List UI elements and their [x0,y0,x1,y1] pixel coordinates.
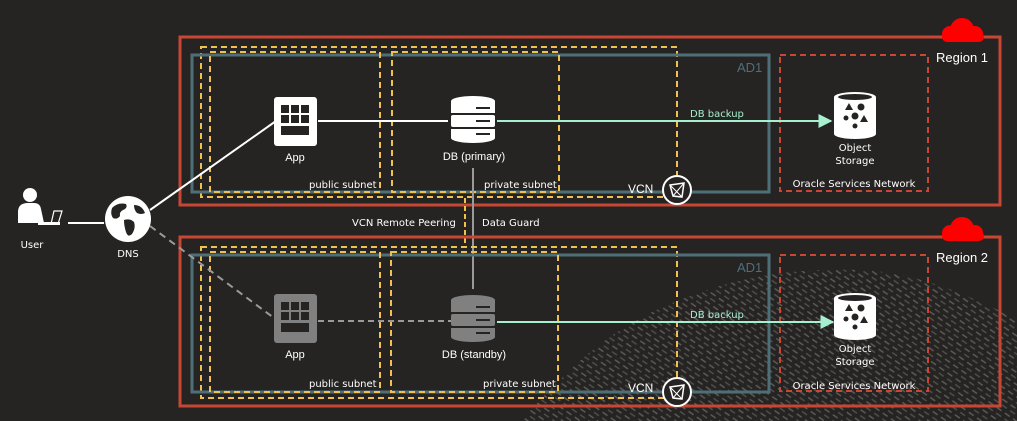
db-backup-label: DB backup [690,109,744,120]
osn-border [779,54,929,192]
vcn-label: VCN [628,182,653,196]
db-label: DB (standby) [442,349,506,361]
region-label: Region 2 [936,250,988,265]
cloud-icon [942,18,984,42]
object-storage-label-2: Storage [835,156,874,167]
cloud-icon [942,217,984,241]
private-subnet-label: private subnet [483,379,556,390]
vcn-icon[interactable] [662,175,692,205]
globe-icon[interactable] [105,196,151,242]
app-label: App [285,349,305,361]
app-icon[interactable] [274,97,317,146]
ad-label: AD1 [737,60,762,75]
object-storage-label-1: Object [839,344,872,355]
osn-label: Oracle Services Network [793,179,916,190]
public-subnet-label: public subnet [309,180,377,191]
region-border [178,235,1002,408]
object-storage-icon[interactable] [834,92,876,139]
database-icon[interactable] [451,96,495,143]
private-subnet-label: private subnet [484,180,557,191]
vcn-remote-peering-label: VCN Remote Peering [352,218,456,229]
region-label: Region 1 [936,50,988,65]
object-storage-icon[interactable] [834,293,876,340]
public-subnet-label: public subnet [309,379,377,390]
user-icon[interactable] [18,188,63,225]
ad-label: AD1 [737,260,762,275]
db-backup-label: DB backup [690,310,744,321]
region-1: Region 1 AD1 public subnet private subne… [178,18,1002,207]
app-label: App [285,152,305,164]
region-2: Region 2 AD1 public subnet private subne… [178,217,1002,408]
user-label: User [21,240,45,251]
data-guard-label: Data Guard [482,218,540,229]
dns-app-primary-connection [149,120,277,211]
app-icon[interactable] [274,294,317,343]
dns-app-standby-connection [149,225,275,319]
database-icon[interactable] [451,295,495,342]
dns-label: DNS [117,249,139,260]
db-label: DB (primary) [443,151,505,163]
vcn-icon[interactable] [662,377,692,407]
vcn-label: VCN [628,381,653,395]
object-storage-label-1: Object [839,143,872,154]
object-storage-label-2: Storage [835,357,874,368]
region-border [178,35,1002,207]
osn-label: Oracle Services Network [793,381,916,392]
